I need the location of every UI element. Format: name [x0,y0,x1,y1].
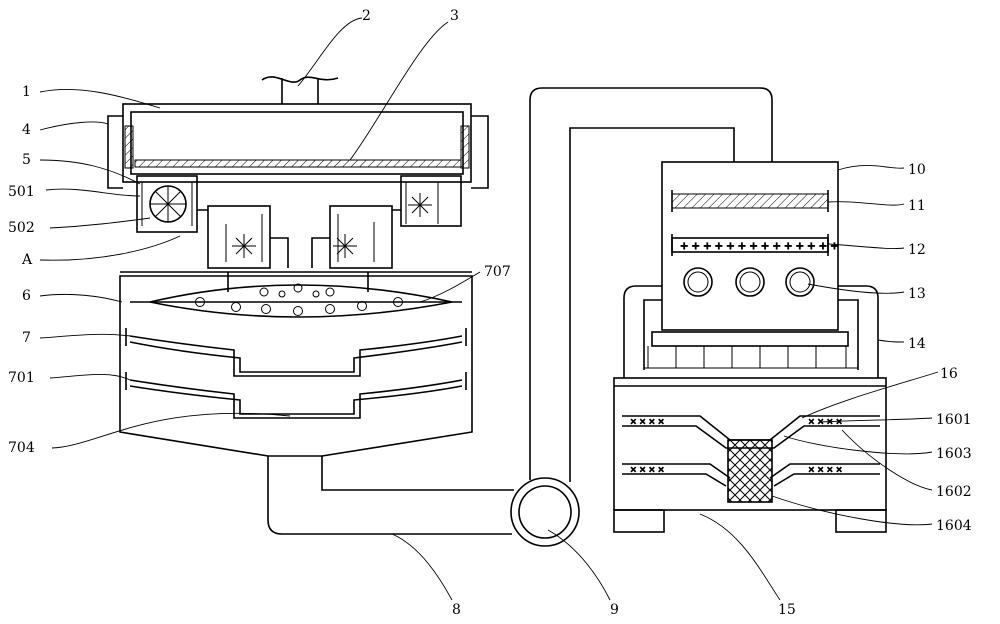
label-8: 8 [452,602,461,618]
inner-fan-box-right [329,205,393,269]
plate-1601-marks: × × × × × × × × [630,417,843,427]
fan-box-left [136,175,198,233]
label-16: 16 [940,366,958,382]
upper-housing [122,103,472,183]
foot-left [613,509,665,533]
plate-1602-top [622,463,880,479]
support-plate [651,331,849,347]
frame-outer [623,285,879,378]
inlet-pipe-break [261,76,339,83]
label-4: 4 [22,122,31,138]
label-1601: 1601 [936,412,972,428]
pump [510,477,580,547]
fan-blades-left [150,186,186,222]
label-704: 704 [8,440,35,456]
outlet-pipe-inner [321,456,514,491]
inlet-pipe [281,78,319,104]
label-6: 6 [22,288,31,304]
label-1: 1 [22,84,31,100]
label-3: 3 [450,8,459,24]
filter-layer-12-dots: + + + + + + + + + + + + + + [680,241,840,253]
label-7: 7 [22,330,31,346]
label-A: A [21,252,33,268]
label-701: 701 [8,370,35,386]
nozzles-13 [683,267,815,297]
label-12: 12 [908,242,926,258]
return-pipe-outer [529,87,773,480]
spray-holes [195,283,403,316]
label-1603: 1603 [936,446,972,462]
label-10: 10 [908,162,926,178]
base-box [613,377,887,511]
sieve-tray-lower [125,372,467,419]
fan-box-right [400,175,462,227]
leader-lines [39,17,939,601]
label-5: 5 [22,152,31,168]
fan-blades-right [405,182,439,224]
filter-side-right [460,125,470,169]
left-assembly [107,76,514,535]
plate-1602-bottom [622,473,880,487]
svg-text:+ + + + + + + + + + + + + +: + + + + + + + + + + + + + + [680,241,839,252]
foot-right [835,509,887,533]
outlet-pipe-outer [267,456,512,535]
right-bracket [471,115,489,189]
right-assembly: + + + + + + + + + + + + + + [613,161,887,533]
label-11: 11 [908,198,926,214]
inner-fan-right [333,214,375,262]
label-1604: 1604 [936,518,972,534]
label-501: 501 [8,184,35,200]
svg-text:× × × ×: × × × × [630,417,664,426]
label-9: 9 [610,602,619,618]
main-tank [119,275,473,457]
center-channel [270,237,330,268]
pump-outer [510,477,580,547]
filter-screen [134,159,462,168]
label-2: 2 [362,8,371,24]
plate-1602-marks: × × × × × × × × [630,465,843,475]
frame-inner [643,299,859,370]
svg-text:× × × ×: × × × × [808,465,842,474]
sieve-tray-upper [125,328,467,377]
label-1602: 1602 [936,484,972,500]
label-14: 14 [908,336,926,352]
inner-fan-left [225,214,263,262]
svg-text:× × × ×: × × × × [630,465,664,474]
filter-layer-11 [671,193,829,209]
inner-fan-box-left [207,205,271,269]
filter-side-left [124,125,134,169]
filter-box [661,161,839,331]
label-502: 502 [8,220,35,236]
support-grid [644,346,858,369]
return-pipe-inner [569,127,735,482]
spray-head [149,284,453,318]
label-707: 707 [484,264,511,280]
left-bracket [107,115,123,189]
callout-labels: 2 3 1 4 5 501 502 A 6 7 701 704 707 8 9 … [8,8,972,618]
label-15: 15 [778,602,796,618]
pump-inner [518,485,572,539]
filter-cartridge [727,439,773,503]
label-13: 13 [908,286,926,302]
